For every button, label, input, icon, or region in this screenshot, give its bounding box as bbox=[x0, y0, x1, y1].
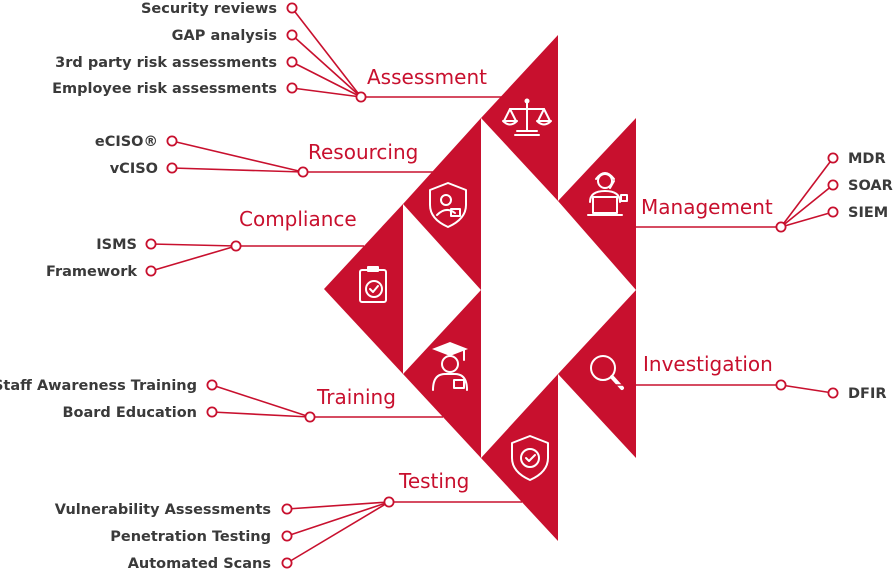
item-penetration-testing: Penetration Testing bbox=[110, 529, 271, 545]
item-vulnerability-assessments: Vulnerability Assessments bbox=[55, 502, 271, 518]
magnifier-icon bbox=[590, 355, 624, 390]
triangle-compliance bbox=[324, 204, 403, 374]
item-eciso: eCISO® bbox=[95, 134, 158, 150]
item-automated-scans: Automated Scans bbox=[128, 556, 271, 571]
triangles bbox=[324, 35, 636, 541]
category-training-label: Training bbox=[316, 385, 396, 409]
category-compliance-label: Compliance bbox=[239, 207, 357, 231]
category-labels: Assessment Resourcing Compliance Trainin… bbox=[239, 65, 773, 493]
category-assessment-label: Assessment bbox=[367, 65, 487, 89]
item-vciso: vCISO bbox=[110, 161, 158, 177]
item-staff-awareness: Staff Awareness Training bbox=[0, 378, 197, 394]
category-investigation-label: Investigation bbox=[643, 352, 773, 376]
item-board-education: Board Education bbox=[62, 405, 197, 421]
connector-dots bbox=[145, 2, 839, 569]
item-third-party-risk: 3rd party risk assessments bbox=[55, 55, 277, 71]
category-testing-label: Testing bbox=[398, 469, 469, 493]
category-resourcing-label: Resourcing bbox=[308, 140, 418, 164]
triangle-investigation bbox=[558, 290, 636, 458]
scales-icon bbox=[502, 98, 552, 136]
item-gap-analysis: GAP analysis bbox=[172, 28, 277, 44]
item-mdr: MDR bbox=[848, 151, 886, 167]
item-siem: SIEM bbox=[848, 205, 888, 221]
graduate-icon bbox=[432, 342, 468, 391]
shield-user-icon bbox=[429, 182, 467, 228]
operator-laptop-icon bbox=[587, 172, 628, 216]
clipboard-check-icon bbox=[359, 266, 387, 303]
item-isms: ISMS bbox=[96, 237, 137, 253]
shield-check-icon bbox=[511, 435, 549, 481]
triangle-management bbox=[558, 118, 636, 290]
item-dfir: DFIR bbox=[848, 386, 887, 402]
item-security-reviews: Security reviews bbox=[141, 1, 277, 17]
triangle-testing bbox=[481, 374, 558, 541]
connectors bbox=[150, 7, 834, 564]
category-management-label: Management bbox=[641, 195, 773, 219]
triangle-assessment bbox=[481, 35, 558, 201]
item-framework: Framework bbox=[46, 264, 137, 280]
item-employee-risk: Employee risk assessments bbox=[52, 81, 277, 97]
item-soar: SOAR bbox=[848, 178, 893, 194]
